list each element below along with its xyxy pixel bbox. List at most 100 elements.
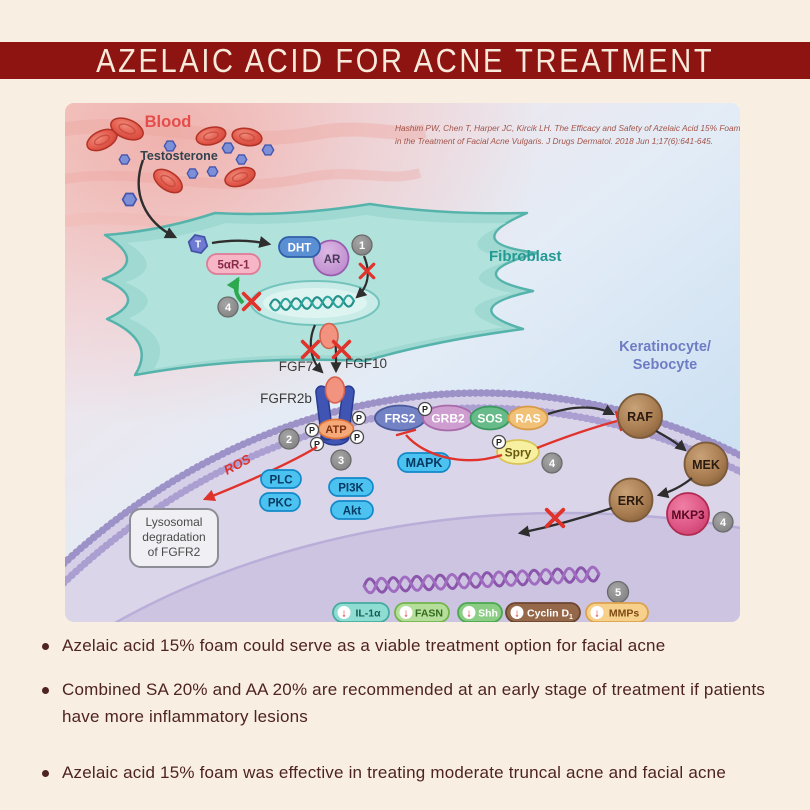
step-2-badge: 2 [278,428,300,450]
pkc-label: PKC [268,498,292,510]
step-4-number: 4 [549,458,556,470]
list-item: Combined SA 20% and AA 20% are recommend… [42,677,782,731]
bullet-dot [42,643,49,650]
pi3k-pill: PI3K [328,477,374,497]
spry-protein: Spry [496,439,540,465]
down-arrow-icon: ↓ [514,608,520,620]
phospho-badge: P [304,422,320,438]
testosterone-label: Testosterone [140,149,218,163]
mmps-label: MMPs [609,608,639,620]
lyso-line2: degradation [142,530,205,544]
frs2-protein: FRS2 [374,404,426,432]
phospho-label: P [354,433,360,443]
phospho-badge: P [309,436,325,452]
erk-kinase: ERK [608,477,654,523]
phospho-badge: P [349,429,365,445]
step-5-number: 5 [615,587,621,599]
step-5-badge: 5 [606,580,630,604]
output-mmps-pill: ↓ MMPs [585,602,649,622]
down-arrow-icon: ↓ [594,608,600,620]
list-item: Azelaic acid 15% foam was effective in t… [42,760,782,787]
keratinocyte-nucleus [114,511,740,622]
mapk-label: MAPK [406,456,443,470]
ras-to-raf-arrow [547,404,616,416]
atp-label: ATP [325,424,346,436]
phospho-label: P [496,438,502,448]
list-item: Azelaic acid 15% foam could serve as a v… [42,633,782,660]
phospho-label: P [309,426,315,436]
atp-molecule: ATP [317,418,355,440]
bullet-text: Azelaic acid 15% foam could serve as a v… [62,636,666,655]
blood-label: Blood [145,113,192,131]
phospho-badge: P [417,401,433,417]
pathway-diagram: Blood Testosterone Hashim PW, Chen T, Ha… [65,103,740,622]
step-3-number: 3 [338,455,344,467]
mkp3-label: MKP3 [671,508,705,522]
spry-label: Spry [505,446,532,460]
ar-complex: DHT AR [278,236,350,277]
mapk-pill: MAPK [397,452,451,473]
bullet-dot [42,686,49,694]
t-label: T [195,240,201,251]
keratinocyte-dna-helix [362,565,601,595]
title-banner: AZELAIC ACID FOR ACNE TREATMENT [0,42,810,79]
t-to-dht-arrow [211,236,272,248]
phospho-badge: P [351,410,367,426]
plc-pill: PLC [260,469,302,489]
output-shh-pill: ↓ Shh [457,602,503,622]
citation-line1: Hashim PW, Chen T, Harper JC, Kircik LH.… [395,123,740,133]
step-4-badge-middle: 4 [541,452,563,474]
lysosomal-degradation-box: Lysosomal degradation of FGFR2 [129,508,219,568]
mkp3-phosphatase: MKP3 [666,492,710,536]
ar-to-nucleus-arrow [355,255,369,299]
membrane-core [65,397,740,578]
output-fasn-pill: ↓ FASN [394,602,450,622]
bullet-dot [42,769,49,777]
sos-protein: SOS [469,405,511,431]
cyclind-main: Cyclin D [527,608,569,620]
citation-line2: in the Treatment of Facial Acne Vulgaris… [395,136,713,146]
fgf7-label: FGF7 [279,359,314,374]
sos-label: SOS [477,412,502,426]
bullet-text: Azelaic acid 15% foam was effective in t… [62,762,726,782]
fibroblast-label: Fibroblast [489,248,562,265]
down-arrow-icon: ↓ [403,608,409,620]
pkc-pill: PKC [259,492,301,512]
step-3-badge: 3 [330,449,352,471]
fibroblast-nucleus-inner [263,288,367,318]
plc-label: PLC [270,475,293,487]
erk-label: ERK [618,494,644,508]
red-blood-cells [86,117,263,194]
keratinocyte-label-line2: Sebocyte [633,357,697,373]
frs2-label: FRS2 [385,412,416,426]
fgfr2b-label: FGFR2b [260,391,312,406]
mek-kinase: MEK [683,441,729,487]
keratinocyte-label-line1: Keratinocyte/ [619,339,711,355]
phospho-label: P [356,414,362,424]
step-1-badge: 1 [351,234,373,256]
cyclind-subscript: 1 [569,614,573,621]
ar-label: AR [324,254,341,266]
step-1-number: 1 [359,240,365,252]
mek-label: MEK [692,458,720,472]
fgf10-label: FGF10 [345,356,387,371]
upregulation-arrow-5ar1 [226,276,245,305]
mek-to-erk-arrow [656,477,693,499]
erk-to-nucleus-arrow [517,506,613,537]
step-4-badge-left: 4 [217,296,239,318]
fasn-label: FASN [415,608,443,620]
output-cyclind-pill: ↓ Cyclin D1 [505,602,581,622]
shh-label: Shh [478,608,498,620]
ras-protein: RAS [507,405,549,431]
ras-label: RAS [515,412,540,426]
lyso-line1: Lysosomal [146,515,203,529]
bound-fgf-ligand [324,376,346,404]
testosterone-entry-arrow [137,159,178,239]
spry-inhibits-frs2 [395,428,503,462]
phospho-badge: P [491,434,507,450]
down-arrow-icon: ↓ [341,608,347,620]
key-points-list: Azelaic acid 15% foam could serve as a v… [42,633,782,803]
pathway-diagram-panel: Blood Testosterone Hashim PW, Chen T, Ha… [65,103,740,622]
lyso-line3: of FGFR2 [148,545,201,559]
